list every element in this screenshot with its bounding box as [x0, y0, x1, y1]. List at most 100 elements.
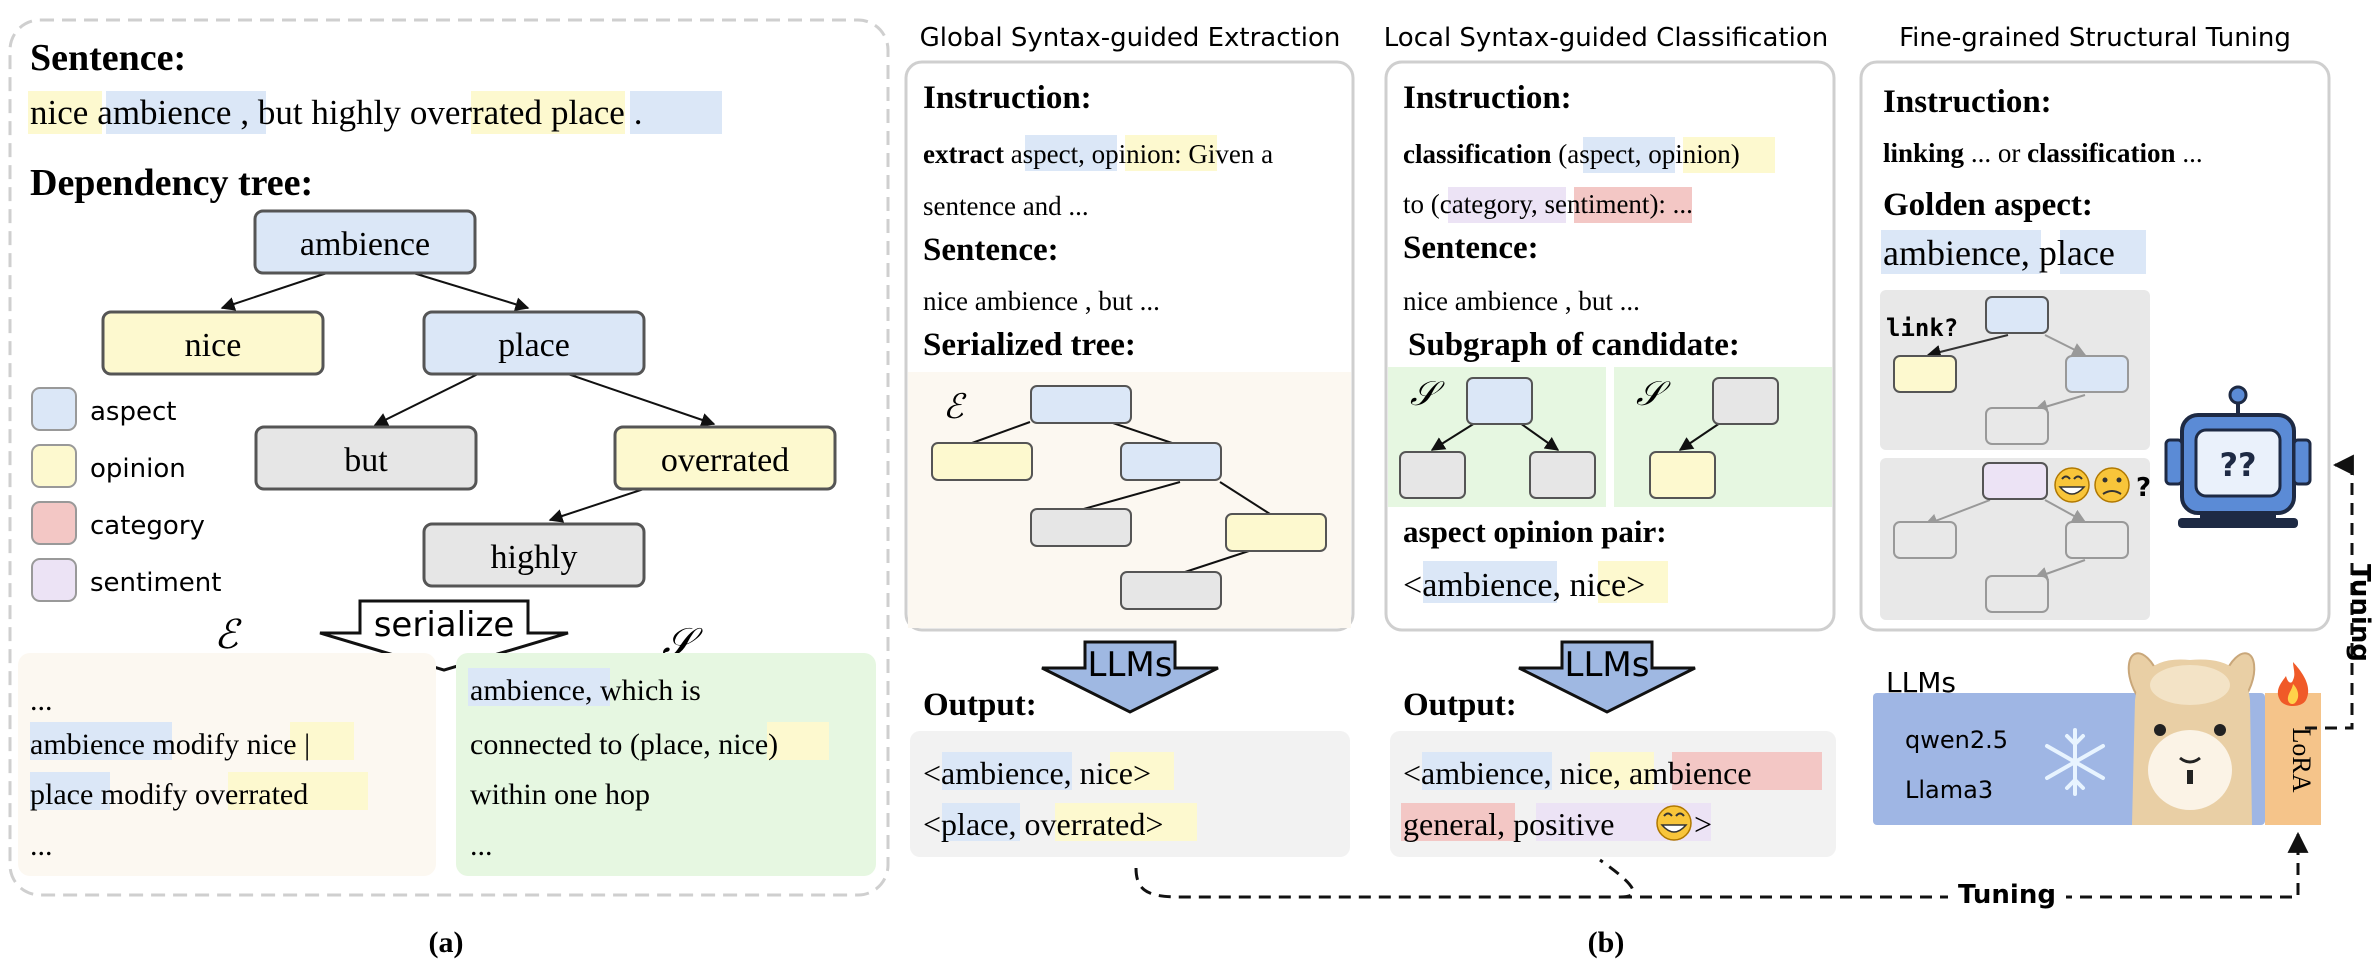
legend-category-swatch: [31, 501, 77, 545]
tuning-label-vertical: Tuning: [2345, 564, 2375, 662]
llm-bar: qwen2.5 Llama3 LoRA: [1873, 652, 2321, 825]
grin-emoji-icon: [1656, 805, 1692, 841]
link-subpanel: link?: [1880, 290, 2150, 450]
col2-llms-arrow: LLMs: [1518, 640, 1696, 714]
col2-subgraph-label: Subgraph of candidate:: [1408, 327, 1740, 363]
svg-text:place modify overrated: place modify overrated: [30, 778, 308, 811]
svg-text:LLMs: LLMs: [1565, 645, 1650, 685]
caption-b: (b): [1588, 926, 1625, 959]
svg-text:ambience: ambience: [300, 226, 430, 263]
col1-output-label: Output:: [923, 687, 1037, 723]
tuning-arrow-bottom: Tuning: [1134, 831, 2309, 912]
svg-text:within one hop: within one hop: [470, 778, 650, 811]
legend-category: category: [90, 511, 205, 541]
col1-instruction-label: Instruction:: [923, 80, 1092, 116]
svg-text:highly: highly: [491, 539, 578, 576]
col2-sentence-label: Sentence:: [1403, 230, 1539, 266]
serialized-s-box: ambience, which is connected to (place, …: [456, 653, 876, 876]
legend-sentiment-swatch: [31, 558, 77, 602]
col1-instruction-text: extract aspect, opinion: Given a: [923, 139, 1273, 169]
col1-sentence-text: nice ambience , but ...: [923, 286, 1160, 316]
col2-sentence-text: nice ambience , but ...: [1403, 286, 1640, 316]
col2-instruction-label: Instruction:: [1403, 80, 1572, 116]
svg-text:overrated: overrated: [661, 442, 789, 479]
col2-title: Local Syntax-guided Classification: [1384, 23, 1828, 53]
col3-golden-label: Golden aspect:: [1883, 187, 2093, 223]
col-global-extraction: Global Syntax-guided Extraction Instruct…: [904, 23, 1355, 857]
lora-label: LoRA: [2287, 728, 2316, 793]
dependency-edges: [220, 271, 716, 523]
col1-tree-label: Serialized tree:: [923, 327, 1136, 363]
legend-aspect: aspect: [90, 397, 176, 427]
node-highly: highly: [422, 522, 646, 588]
grin-emoji-icon: [2054, 467, 2090, 503]
col2-output-label: Output:: [1403, 687, 1517, 723]
svg-text:to (category, sentiment): ...: to (category, sentiment): ...: [1403, 189, 1693, 219]
lora-adapter: LoRA: [2265, 693, 2321, 825]
col3-golden-text: ambience, place: [1883, 233, 2115, 273]
serialized-e-box: ... ambience modify nice | place modify …: [18, 653, 436, 876]
col-local-classification: Local Syntax-guided Classification Instr…: [1384, 23, 1836, 857]
snowflake-icon: [2045, 728, 2105, 796]
tuning-arrow-vertical: Tuning: [2305, 454, 2375, 730]
svg-text:<place, overrated>: <place, overrated>: [923, 806, 1163, 842]
col2-pair-label: aspect opinion pair:: [1403, 514, 1667, 549]
col3-instruction-text: linking ... or classification ...: [1883, 138, 2203, 168]
node-ambience: ambience: [253, 209, 477, 275]
svg-text:...: ...: [30, 684, 53, 717]
col1-llms-arrow: LLMs: [1041, 640, 1219, 714]
col2-output-box: <ambience, nice, ambience general, posit…: [1390, 731, 1836, 857]
col2-instruction-text: classification (aspect, opinion): [1403, 139, 1740, 169]
dependency-tree-heading: Dependency tree:: [30, 162, 313, 204]
llama-icon: [2127, 652, 2256, 825]
col2-pair-text: <ambience, nice>: [1403, 567, 1645, 604]
col1-sentence-label: Sentence:: [923, 232, 1059, 268]
svg-text:place: place: [498, 327, 570, 364]
legend: aspect opinion category sentiment: [31, 387, 221, 602]
svg-text:ℰ: ℰ: [943, 389, 967, 426]
col2-subgraph-2: 𝒮: [1614, 367, 1832, 507]
model-llama: Llama3: [1905, 776, 1993, 804]
svg-text:LLMs: LLMs: [1088, 645, 1173, 685]
svg-text:<ambience, nice>: <ambience, nice>: [923, 755, 1151, 791]
col1-output-box: <ambience, nice> <place, overrated>: [910, 731, 1350, 857]
svg-text:connected to (place, nice): connected to (place, nice): [470, 728, 778, 761]
col2-subgraph-1: 𝒮: [1388, 367, 1606, 507]
legend-opinion-swatch: [31, 444, 77, 488]
col3-instruction-label: Instruction:: [1883, 84, 2052, 120]
node-overrated: overrated: [613, 425, 837, 491]
legend-aspect-swatch: [31, 387, 77, 431]
sentence-heading: Sentence:: [30, 37, 186, 79]
svg-text:serialize: serialize: [374, 605, 515, 645]
model-qwen: qwen2.5: [1905, 726, 2008, 754]
col-structural-tuning: Fine-grained Structural Tuning Instructi…: [1859, 23, 2375, 825]
classify-question-mark: ?: [2136, 473, 2151, 503]
legend-sentiment: sentiment: [90, 568, 221, 598]
col1-title: Global Syntax-guided Extraction: [920, 23, 1341, 53]
svg-text:...: ...: [30, 829, 53, 862]
col1-serialized-tree: ℰ: [908, 372, 1351, 628]
node-but: but: [254, 425, 478, 491]
svg-text:nice: nice: [185, 327, 242, 364]
node-nice: nice: [101, 310, 325, 376]
tuning-label-bottom: Tuning: [1958, 880, 2056, 910]
symbol-e: ℰ: [214, 612, 242, 657]
svg-text:??: ??: [2219, 446, 2256, 484]
svg-text:ambience, which is: ambience, which is: [470, 674, 701, 707]
svg-text:sentence and ...: sentence and ...: [923, 191, 1089, 221]
confused-emoji-icon: [2094, 467, 2130, 503]
classify-subpanel: ?: [1880, 458, 2151, 620]
node-place: place: [422, 310, 646, 376]
legend-opinion: opinion: [90, 454, 186, 484]
link-label: link?: [1886, 314, 1958, 342]
fire-icon: [2277, 662, 2309, 706]
svg-text:general, positive: general, positive: [1403, 806, 1614, 842]
svg-text:...: ...: [470, 829, 493, 862]
caption-a: (a): [429, 926, 464, 959]
robot-icon: ??: [2164, 385, 2312, 528]
serialize-arrow: serialize: [319, 599, 569, 672]
col3-title: Fine-grained Structural Tuning: [1899, 23, 2291, 53]
